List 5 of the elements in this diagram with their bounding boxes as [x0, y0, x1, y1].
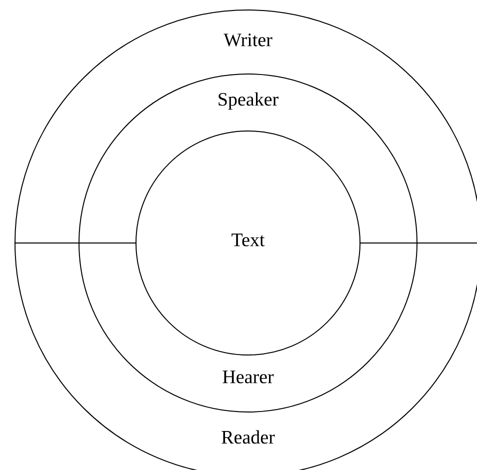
circle-label: Speaker [218, 92, 278, 110]
circle-label: Text [232, 234, 265, 246]
circle-label: Writer [224, 34, 272, 46]
circle-label: Reader [222, 430, 275, 444]
circle-label: Hearer [222, 370, 274, 384]
